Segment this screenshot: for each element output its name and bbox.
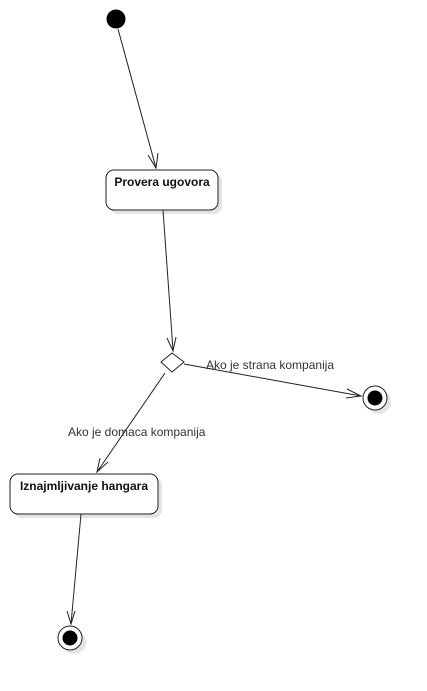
- edge-check-to-decision[interactable]: [162, 209, 177, 353]
- guard-domestic-company: Ako je domaca kompanija: [68, 425, 206, 439]
- activity-check-contract[interactable]: Provera ugovora: [105, 169, 222, 214]
- activity-check-contract-label: Provera ugovora: [114, 175, 210, 189]
- activity-rent-hangar[interactable]: Iznajmljivanje hangara: [9, 473, 162, 518]
- initial-node[interactable]: [106, 9, 126, 29]
- edge-decision-to-rent-hangar[interactable]: [96, 372, 166, 474]
- edge-rent-hangar-to-final[interactable]: [66, 513, 82, 626]
- final-node-right[interactable]: [362, 385, 391, 414]
- final-node-bottom[interactable]: [57, 625, 86, 654]
- edge-decision-to-final-foreign[interactable]: [183, 363, 363, 399]
- edge-initial-to-check[interactable]: [117, 28, 159, 170]
- decision-node[interactable]: [160, 352, 185, 373]
- guard-foreign-company: Ako je strana kompanija: [206, 358, 334, 372]
- activity-rent-hangar-label: Iznajmljivanje hangara: [20, 479, 148, 493]
